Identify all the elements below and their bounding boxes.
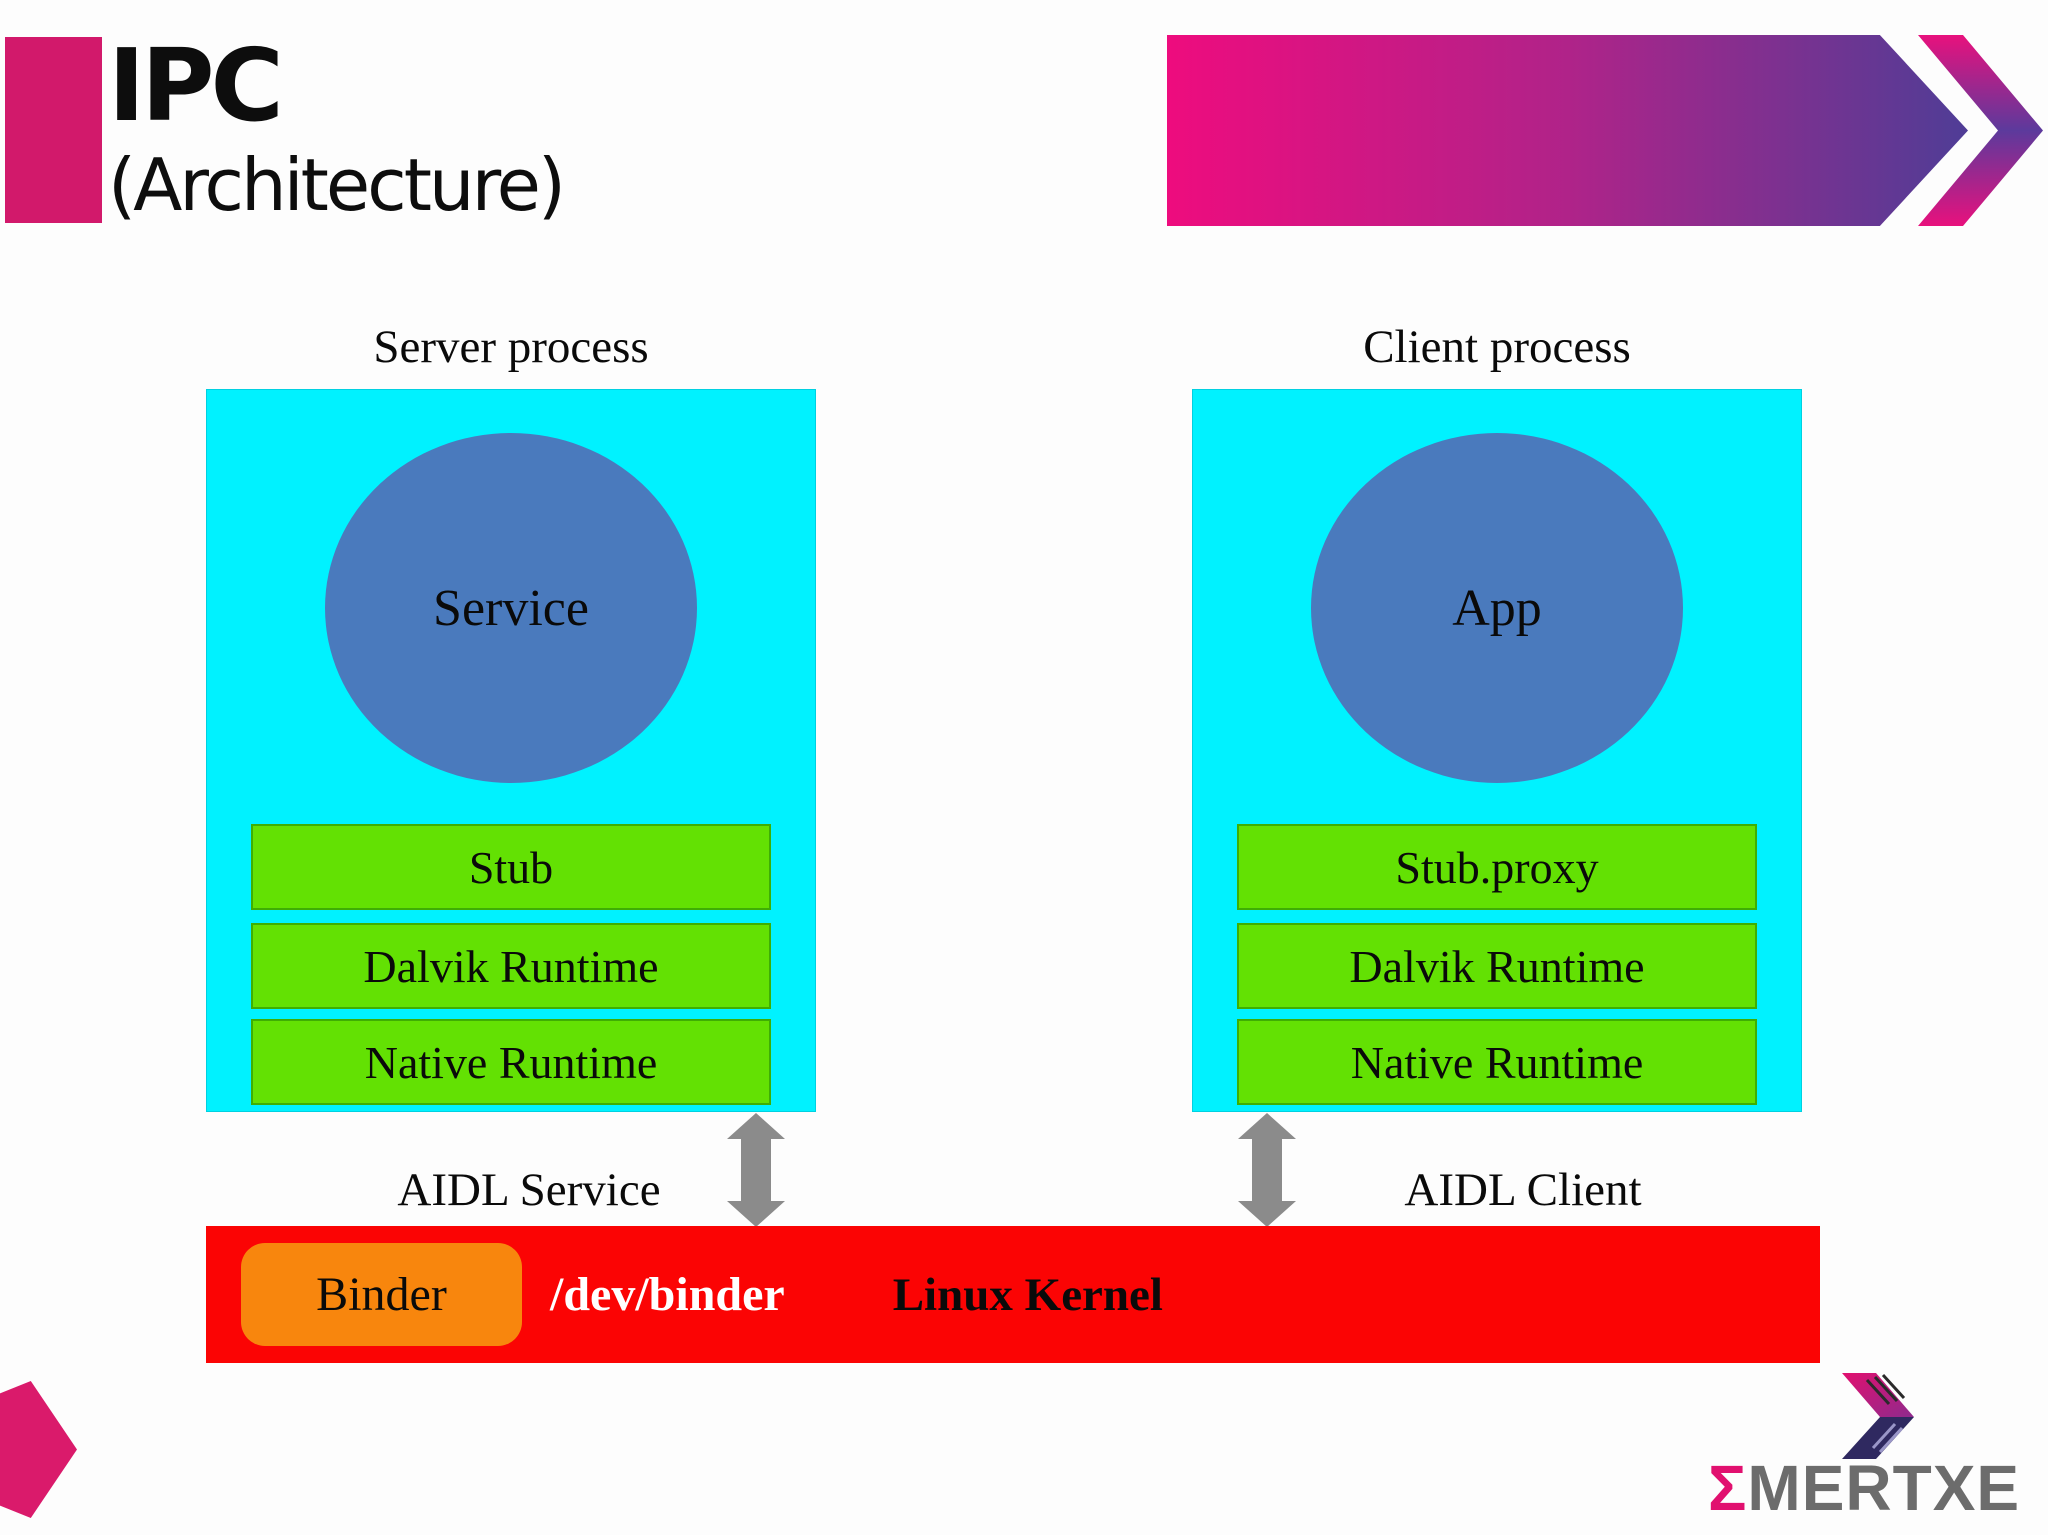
binder-label: Binder: [316, 1268, 447, 1321]
linux-kernel-label: Linux Kernel: [892, 1268, 1163, 1321]
logo-wordmark: ΣMERTXE: [1708, 1456, 2020, 1520]
logo-name: MERTXE: [1747, 1452, 2021, 1524]
title-accent-bar: [5, 37, 102, 223]
binder-box: Binder: [241, 1243, 522, 1346]
client-layer-native-runtime: Native Runtime: [1237, 1019, 1757, 1105]
client-process-box: App Stub.proxy Dalvik Runtime Native Run…: [1192, 389, 1802, 1112]
service-circle-label: Service: [433, 579, 589, 637]
slide-title: IPC: [108, 27, 284, 144]
emertxe-logo: ΣMERTXE: [1700, 1371, 2030, 1521]
client-process-label: Client process: [1363, 321, 1631, 373]
app-circle: App: [1311, 433, 1683, 783]
aidl-service-label: AIDL Service: [397, 1164, 661, 1216]
slide-title-block: IPC (Architecture): [108, 27, 566, 228]
server-layer-stub: Stub: [251, 824, 771, 910]
server-double-arrow-icon: [727, 1113, 785, 1227]
client-double-arrow-icon: [1238, 1113, 1296, 1227]
server-process-label: Server process: [373, 321, 649, 373]
server-process-box: Service Stub Dalvik Runtime Native Runti…: [206, 389, 816, 1112]
logo-sigma: Σ: [1708, 1452, 1748, 1524]
app-circle-label: App: [1452, 579, 1542, 637]
server-layer-native-runtime: Native Runtime: [251, 1019, 771, 1105]
footer-chevron-icon: [0, 1381, 77, 1518]
dev-binder-path: /dev/binder: [550, 1268, 785, 1321]
client-layer-stub-proxy: Stub.proxy: [1237, 824, 1757, 910]
server-layer-dalvik-runtime: Dalvik Runtime: [251, 923, 771, 1009]
service-circle: Service: [325, 433, 697, 783]
client-layer-dalvik-runtime: Dalvik Runtime: [1237, 923, 1757, 1009]
slide-subtitle: (Architecture): [108, 143, 566, 227]
header-banner: [1167, 35, 1968, 226]
linux-kernel-bar: Binder /dev/binder Linux Kernel: [206, 1226, 1820, 1363]
logo-chevron-icon: [1842, 1373, 1914, 1459]
aidl-client-label: AIDL Client: [1404, 1164, 1642, 1216]
